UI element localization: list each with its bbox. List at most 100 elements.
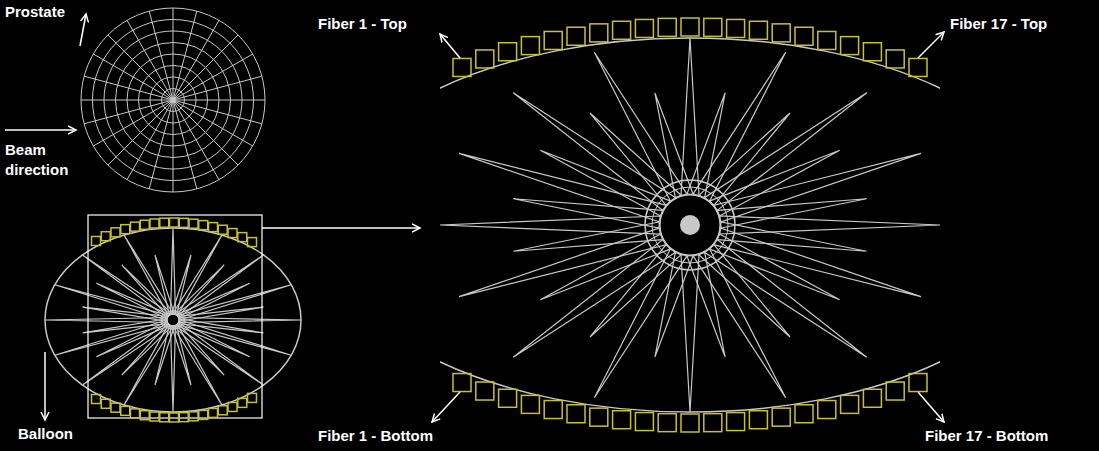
fiber-square — [248, 393, 257, 402]
fiber-square — [704, 414, 722, 432]
label-text: Fiber 17 - Top — [950, 14, 1047, 34]
fiber-square — [170, 413, 179, 422]
balloon-outline — [440, 38, 940, 412]
label-text: Balloon — [18, 424, 73, 444]
prostate-ring — [81, 8, 265, 192]
fiber-square — [863, 43, 881, 61]
star-ray — [178, 307, 263, 321]
leader-arrow — [262, 227, 420, 229]
star-ray — [513, 240, 675, 357]
fiber-square — [886, 382, 904, 400]
fiber-square — [209, 223, 218, 232]
fiber-square — [727, 19, 745, 37]
balloon-outline — [45, 228, 301, 412]
fiber-square — [476, 382, 494, 400]
fiber-square — [635, 19, 653, 37]
fiber-square — [772, 408, 790, 426]
fiber-square — [613, 21, 631, 39]
fiber-square — [613, 411, 631, 429]
leader-arrow — [440, 34, 460, 58]
prostate-meridian — [108, 100, 173, 165]
fiber-square — [131, 222, 140, 231]
prostate-center — [680, 215, 700, 235]
fiber-square — [590, 408, 608, 426]
star-ray — [681, 255, 699, 412]
star-ray — [718, 199, 867, 228]
prostate-meridian — [84, 76, 173, 100]
fiber-square — [160, 413, 169, 422]
fiber-square — [841, 395, 859, 413]
star-ray — [173, 325, 222, 405]
star-ray — [681, 38, 699, 195]
fiber-square — [567, 405, 585, 423]
leader-arrow — [918, 32, 944, 58]
label-text: Fiber 17 - Bottom — [925, 426, 1048, 446]
prostate-meridian — [93, 100, 173, 146]
fiber-square — [727, 413, 745, 431]
fiber-square — [131, 409, 140, 418]
fiber-square — [189, 412, 198, 421]
prostate-meridian — [173, 100, 197, 189]
fiber-square — [544, 31, 562, 49]
prostate-meridian — [173, 100, 262, 124]
star-ray — [594, 52, 687, 200]
fiber-square — [179, 413, 188, 422]
fiber-square — [92, 394, 101, 403]
star-ray — [171, 228, 176, 314]
star-ray — [513, 222, 662, 251]
fiber-square — [749, 21, 767, 39]
label-text: Prostate — [5, 2, 65, 22]
prostate-meridian — [173, 54, 253, 100]
leader-arrow — [5, 129, 76, 131]
fiber-square — [209, 408, 218, 417]
prostate-meridian — [173, 76, 262, 100]
fiber-square — [140, 411, 149, 420]
star-ray — [705, 240, 867, 357]
fiber-square — [111, 403, 120, 412]
fiber-square — [140, 220, 149, 229]
zoom-box — [88, 215, 262, 418]
prostate-meridian — [149, 11, 173, 100]
prostate-meridian — [127, 20, 173, 100]
star-ray — [590, 245, 681, 337]
fiber-square — [499, 389, 517, 407]
fiber-square — [179, 218, 188, 227]
fiber-square — [453, 58, 471, 76]
star-ray — [124, 235, 173, 315]
star-ray — [171, 326, 176, 412]
star-ray — [440, 216, 660, 234]
star-ray — [459, 228, 666, 296]
fiber-square — [863, 389, 881, 407]
star-ray — [718, 222, 867, 251]
label-text: Fiber 1 - Top — [318, 14, 407, 34]
fiber-square — [681, 414, 699, 432]
fiber-square — [795, 27, 813, 45]
fiber-square — [101, 399, 110, 408]
fiber-square — [590, 24, 608, 42]
fiber-square — [248, 238, 257, 247]
fiber-square — [238, 233, 247, 242]
star-ray — [705, 93, 867, 210]
star-ray — [699, 113, 790, 205]
prostate-meridian — [173, 100, 238, 165]
fiber-square — [121, 406, 130, 415]
fiber-square — [909, 58, 927, 76]
star-ray — [710, 234, 840, 300]
fiber-square — [544, 401, 562, 419]
prostate-meridian — [173, 100, 265, 101]
fiber-square — [150, 219, 159, 228]
fiber-square — [795, 405, 813, 423]
star-ray — [693, 52, 786, 200]
leader-arrow — [432, 392, 460, 422]
fiber-square — [841, 37, 859, 55]
prostate-meridian — [81, 100, 173, 101]
fiber-square — [228, 402, 237, 411]
fiber-square — [111, 228, 120, 237]
fiber-square — [476, 50, 494, 68]
fiber-square — [101, 232, 110, 241]
fiber-square — [658, 18, 676, 36]
label-text: Fiber 1 - Bottom — [318, 426, 433, 446]
prostate-circle — [645, 180, 735, 270]
fiber-square — [189, 219, 198, 228]
